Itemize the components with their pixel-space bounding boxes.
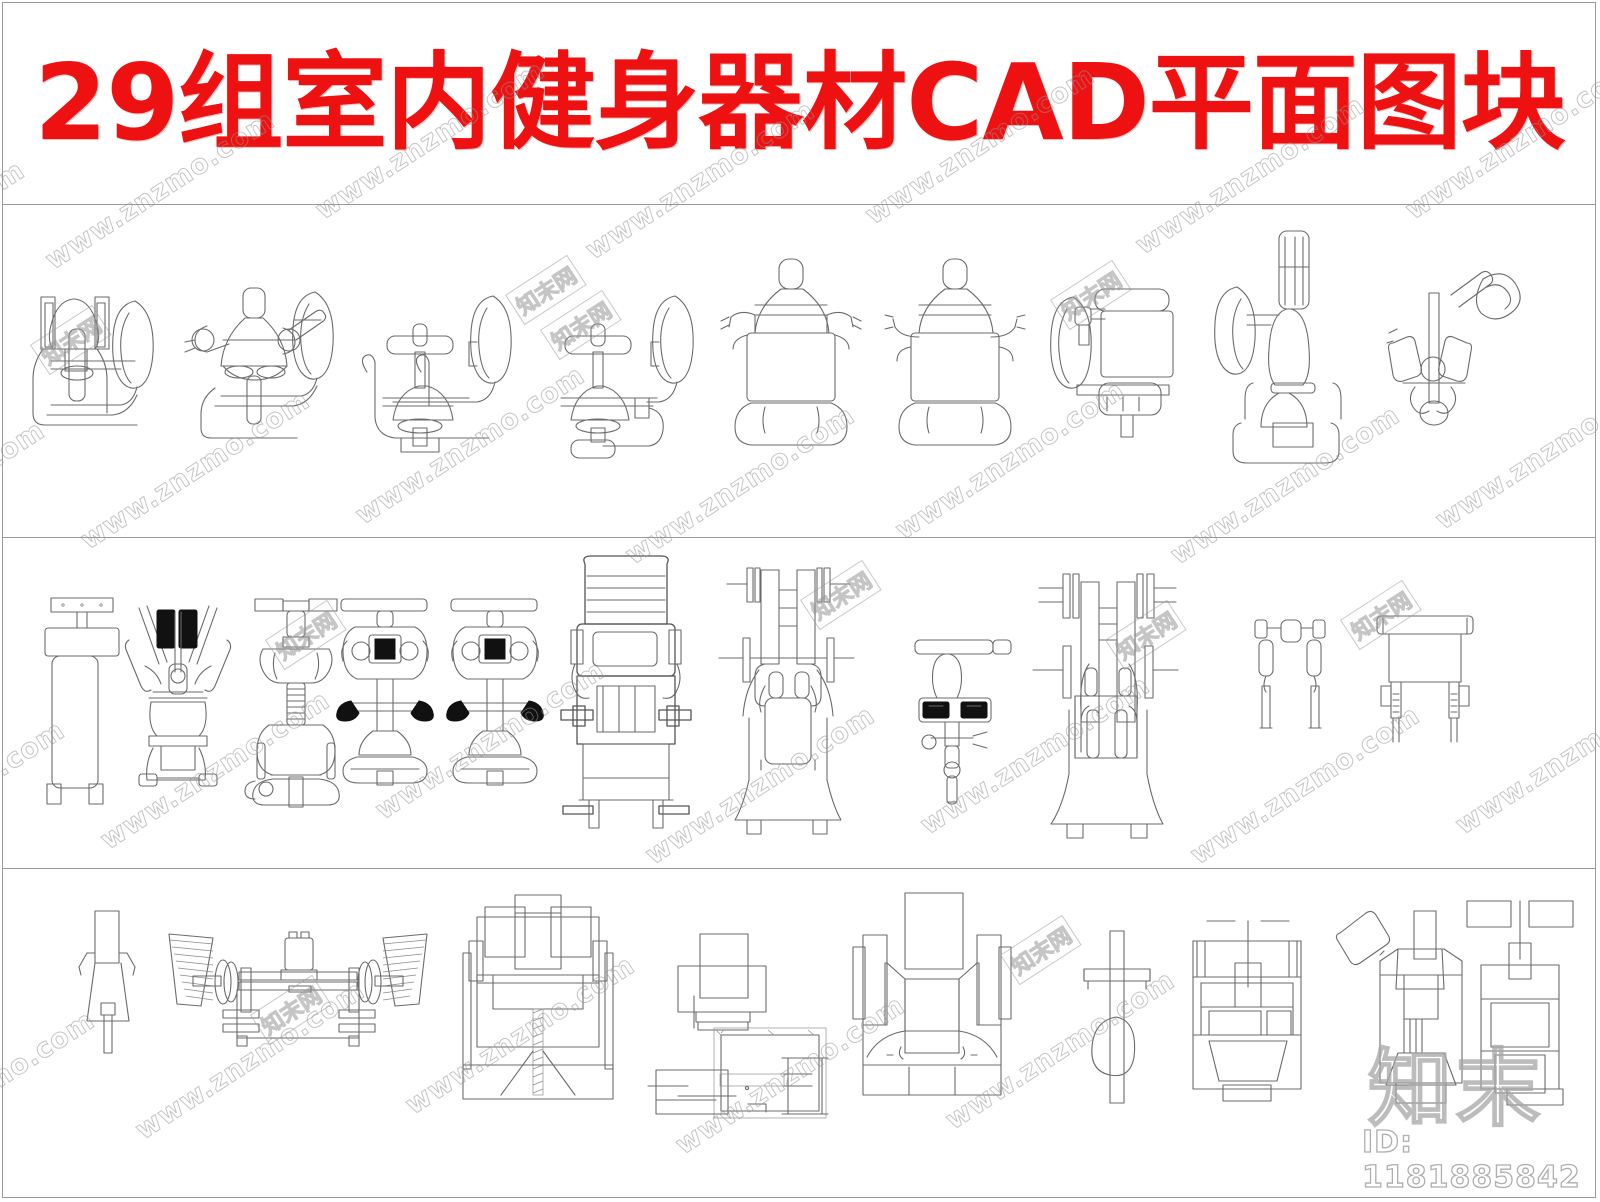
equipment-row-3 (3, 869, 1596, 1199)
cad-figure-plate-loaded-press-plan[interactable] (1032, 560, 1179, 840)
title-band: 29组室内健身器材CAD平面图块 (3, 3, 1596, 205)
cad-figure-leg-extension-machine-plan[interactable] (1213, 227, 1363, 464)
cad-figure-flat-weight-bench-plan[interactable] (41, 588, 121, 808)
cad-figure-olympic-barbell-rack-plan[interactable] (163, 924, 433, 1064)
cad-figure-seated-calf-raise-plan[interactable] (1373, 610, 1478, 755)
cad-figure-rear-delt-fly-machine-plan[interactable] (884, 255, 1030, 450)
cad-figure-assisted-dip-machine-plan[interactable] (123, 598, 233, 798)
cad-figure-preacher-curl-bench-plan[interactable] (1251, 616, 1331, 746)
page-title: 29组室内健身器材CAD平面图块 (34, 42, 1566, 164)
cad-figure-cable-crossover-station-plan[interactable] (905, 618, 1020, 808)
cad-figure-multi-station-gym-plan[interactable] (843, 887, 1018, 1102)
cad-figure-lat-pulldown-machine-plan[interactable] (361, 280, 521, 453)
equipment-row-1 (3, 205, 1596, 538)
cad-figure-upright-exercise-bike-plan[interactable] (333, 593, 438, 793)
cad-figure-functional-trainer-plan[interactable] (647, 924, 833, 1124)
cad-figure-spin-bike-plan[interactable] (241, 593, 351, 808)
cad-figure-adjustable-incline-bench-plan[interactable] (559, 550, 694, 835)
cad-figure-recumbent-exercise-bike-plan[interactable] (443, 593, 548, 793)
cad-figure-seated-row-machine-plan[interactable] (543, 280, 708, 459)
cad-figure-pec-deck-fly-machine-plan[interactable] (720, 255, 866, 450)
cad-figure-treadmill-plan[interactable] (1183, 899, 1313, 1104)
cad-figure-smith-machine-plan[interactable] (718, 560, 855, 835)
cad-figure-boxing-bag-stand-plan[interactable] (73, 907, 143, 1057)
equipment-row-2 (3, 538, 1596, 869)
cad-figure-rowing-machine-plan[interactable] (1078, 927, 1158, 1107)
cad-figure-leg-curl-machine-plan[interactable] (1373, 265, 1523, 450)
cad-figure-abdominal-crunch-machine-plan[interactable] (1050, 275, 1196, 455)
cad-figure-shoulder-press-machine-plan[interactable] (183, 280, 348, 450)
cad-figure-power-rack-plan[interactable] (453, 889, 623, 1109)
cad-figure-stair-climber-plan[interactable] (1455, 891, 1585, 1106)
cad-figure-elliptical-trainer-plan[interactable] (1335, 907, 1463, 1107)
cad-figure-chest-press-machine-plan[interactable] (11, 285, 171, 450)
